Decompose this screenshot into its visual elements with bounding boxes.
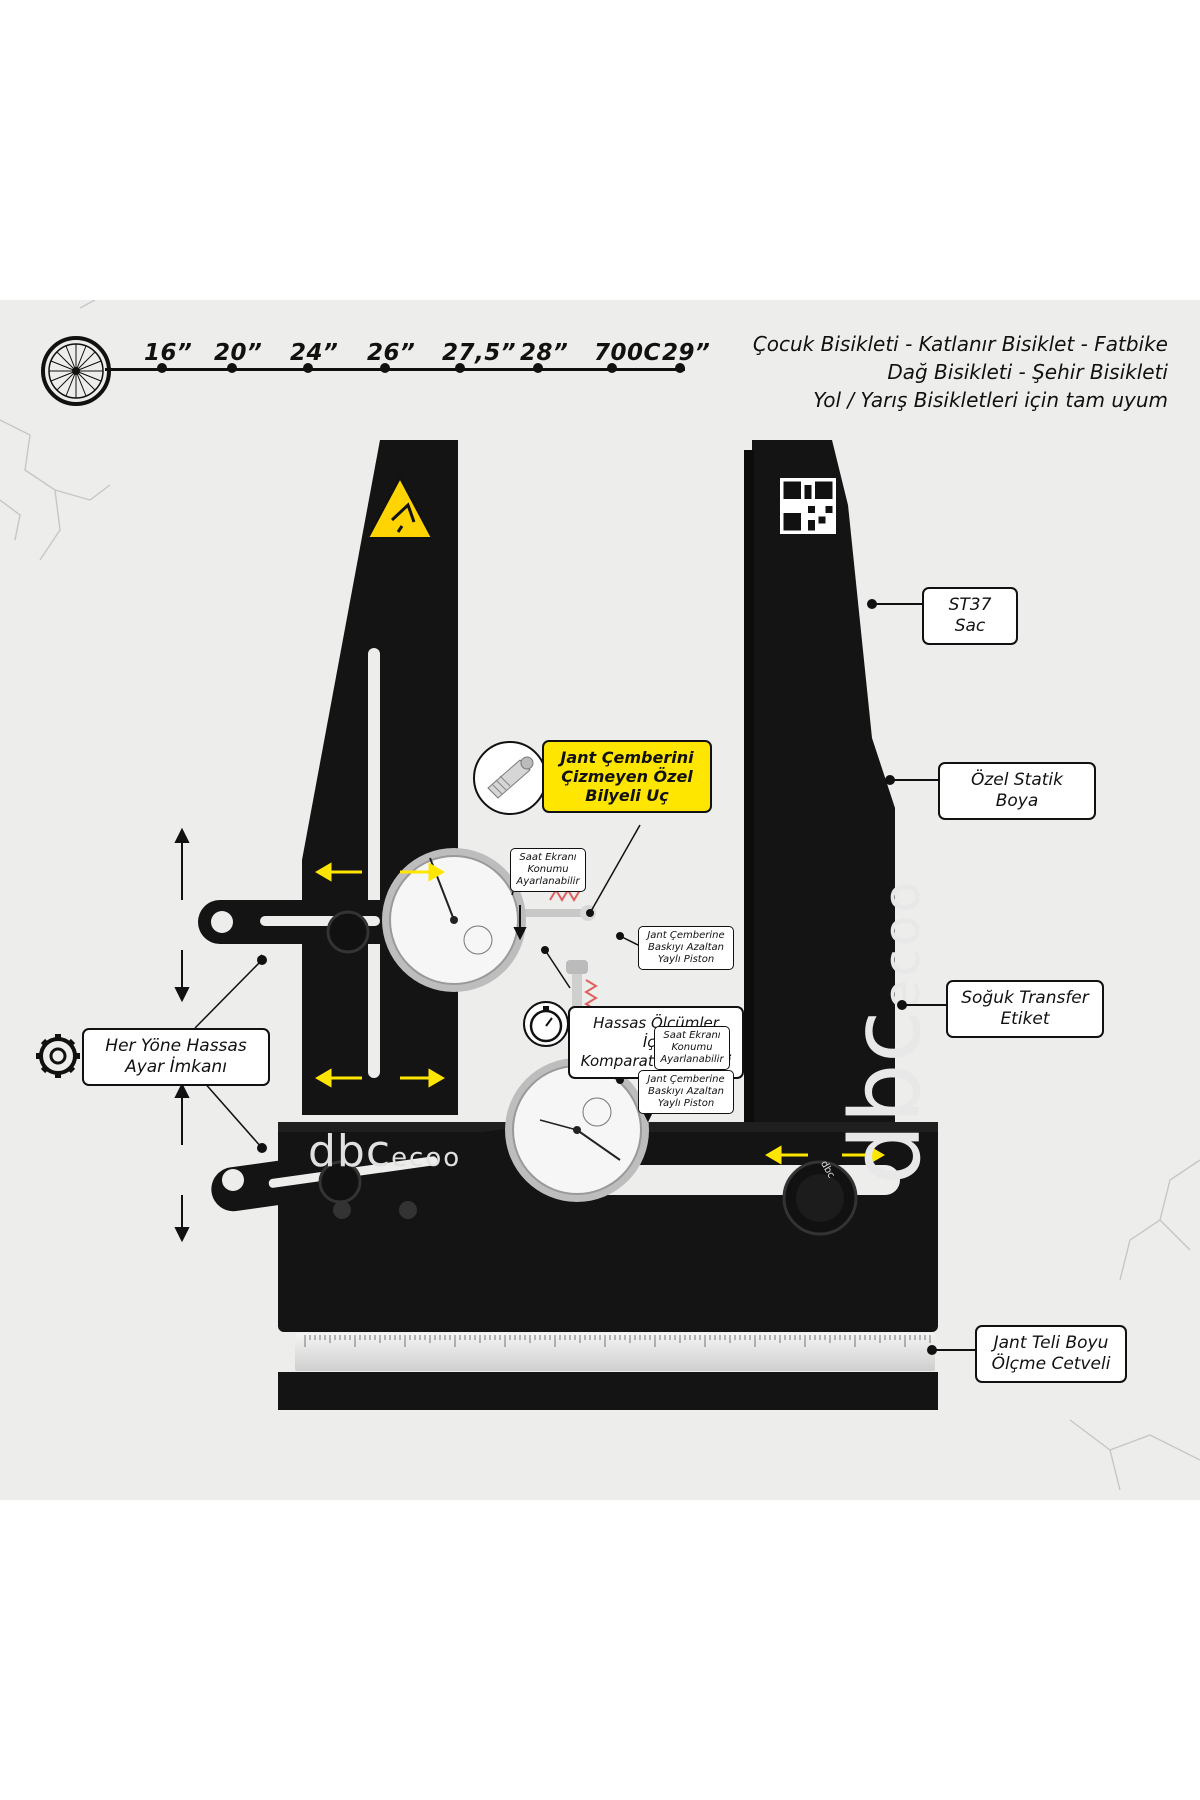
brand-main: dbc: [308, 1126, 392, 1177]
wheel-size-marker: [533, 363, 543, 373]
wheel-size-label: 700C: [594, 340, 661, 366]
upper-slider-bar: [198, 900, 428, 954]
callout-text: Çizmeyen Özel: [561, 767, 693, 786]
callout-ruler: Jant Teli Boyu Ölçme Cetveli: [975, 1325, 1127, 1383]
brand-base: dbcecoo: [308, 1126, 461, 1177]
bicycle-wheel-icon: [41, 336, 111, 406]
left-arm-slot: [368, 648, 380, 1078]
right-frame-arm: [752, 440, 895, 1146]
lower-slider-bar: [211, 1128, 529, 1212]
compatibility-text: Çocuk Bisikleti - Katlanır Bisiklet - Fa…: [753, 330, 1168, 414]
callout-text: Ayarlanabilir: [516, 876, 580, 887]
brand-sub: ecoo: [873, 878, 931, 1011]
truing-stand-illustration: dbc: [174, 440, 938, 1410]
marble-texture: [0, 300, 1200, 1491]
callout-text: Saat Ekranı: [663, 1030, 721, 1041]
callout-text: Ayarlanabilir: [660, 1054, 724, 1065]
callout-text: Ölçme Cetveli: [991, 1354, 1111, 1374]
yellow-adjust-arrows: [315, 862, 885, 1165]
callout-text: Her Yöne Hassas: [105, 1036, 247, 1056]
callout-text: Jant Çemberine: [647, 930, 725, 941]
product-poster: Çocuk Bisikleti - Katlanır Bisiklet - Fa…: [0, 300, 1200, 1500]
upper-dial-gauge: [382, 848, 596, 992]
callout-material: ST37 Sac: [922, 587, 1018, 645]
wheel-size-marker: [675, 363, 685, 373]
compatibility-line: Yol / Yarış Bisikletleri için tam uyum: [813, 388, 1168, 412]
callout-paint: Özel Statik Boya: [938, 762, 1096, 820]
callout-text: Yaylı Piston: [657, 1098, 715, 1109]
size-scale-line: [105, 368, 685, 371]
callout-label: Soğuk Transfer Etiket: [946, 980, 1104, 1038]
compatibility-line: Çocuk Bisikleti - Katlanır Bisiklet - Fa…: [752, 332, 1168, 356]
wheel-size-label: 16”: [144, 340, 193, 366]
wheel-size-marker: [227, 363, 237, 373]
callout-text: ST37 Sac: [948, 595, 992, 636]
callout-text: Baskıyı Azaltan: [647, 942, 725, 953]
callout-text: Bilyeli Uç: [585, 786, 669, 805]
qr-code-icon: [780, 478, 836, 534]
callout-text: Etiket: [1000, 1009, 1050, 1029]
callout-adjust: Her Yöne Hassas Ayar İmkanı: [82, 1028, 270, 1086]
wheel-size-marker: [157, 363, 167, 373]
callout-text: Baskıyı Azaltan: [647, 1086, 725, 1097]
wheel-size-label: 26”: [367, 340, 416, 366]
brand-main: dbc: [830, 1010, 942, 1185]
callout-ball-tip: Jant Çemberini Çizmeyen Özel Bilyeli Uç: [542, 740, 712, 813]
compatibility-line: Dağ Bisikleti - Şehir Bisikleti: [887, 360, 1168, 384]
callout-piston-bottom: Jant Çemberine Baskıyı Azaltan Yaylı Pis…: [638, 1070, 734, 1114]
warning-sticker-icon: [366, 475, 434, 539]
wheel-size-label: 28”: [520, 340, 569, 366]
callout-text: Ayar İmkanı: [125, 1057, 227, 1077]
callout-text: Jant Teli Boyu: [993, 1333, 1109, 1353]
callout-dial-position-top: Saat Ekranı Konumu Ayarlanabilir: [510, 848, 586, 892]
callout-text: Özel Statik Boya: [971, 770, 1063, 811]
callout-text: Saat Ekranı: [519, 852, 577, 863]
callout-text: Konumu: [671, 1042, 713, 1053]
wheel-size-label: 27,5”: [442, 340, 517, 366]
spoke-length-ruler: [295, 1333, 935, 1371]
wheel-size-label: 29”: [662, 340, 711, 366]
callout-text: Soğuk Transfer: [961, 988, 1089, 1008]
wheel-size-marker: [303, 363, 313, 373]
callout-text: Yaylı Piston: [657, 954, 715, 965]
callout-text: Konumu: [527, 864, 569, 875]
base-knob: dbc: [782, 1159, 858, 1236]
lower-dial-gauge: [505, 960, 649, 1202]
wheel-size-marker: [607, 363, 617, 373]
callout-text: Jant Çemberine: [647, 1074, 725, 1085]
callout-text: Jant Çemberini: [560, 748, 694, 767]
wheel-size-label: 24”: [290, 340, 339, 366]
ruler-ticks: [304, 1335, 931, 1347]
callout-dial-position-bottom: Saat Ekranı Konumu Ayarlanabilir: [654, 1026, 730, 1070]
wheel-size-marker: [380, 363, 390, 373]
callout-piston-top: Jant Çemberine Baskıyı Azaltan Yaylı Pis…: [638, 926, 734, 970]
brand-sub: ecoo: [391, 1143, 462, 1173]
wheel-size-marker: [455, 363, 465, 373]
brand-vertical: dbcecoo: [830, 879, 942, 1185]
wheel-size-label: 20”: [214, 340, 263, 366]
